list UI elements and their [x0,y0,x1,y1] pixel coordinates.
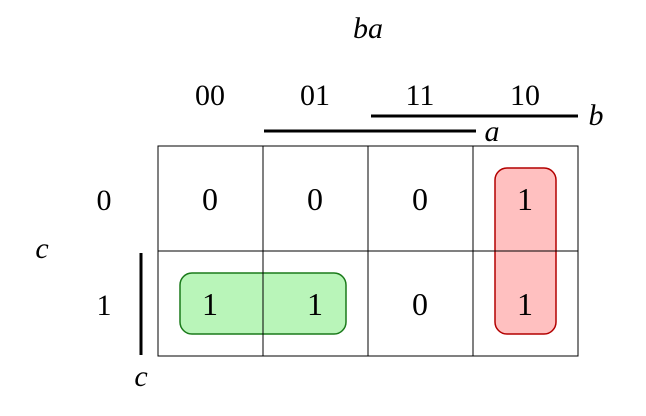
cell-value: 1 [307,286,323,322]
row-header-0: 0 [97,184,112,217]
kmap-grid [157,145,579,357]
column-header-00: 00 [195,79,225,112]
row-header-1: 1 [97,289,112,322]
column-header-01: 01 [300,79,330,112]
column-header-10: 10 [510,79,540,112]
cell-value: 1 [517,286,533,322]
variable-bar-label-c: c [134,360,147,393]
column-header-11: 11 [406,79,435,112]
cell-value: 0 [307,181,323,217]
variable-bar-label-a: a [485,115,500,148]
cell-value: 0 [412,286,428,322]
cell-value: 0 [412,181,428,217]
variable-bar-label-b: b [589,99,604,132]
cell-value: 1 [517,181,533,217]
cell-value: 0 [202,181,218,217]
column-variable-label: ba [353,12,383,45]
cell-value: 1 [202,286,218,322]
row-variable-label: c [35,232,48,265]
